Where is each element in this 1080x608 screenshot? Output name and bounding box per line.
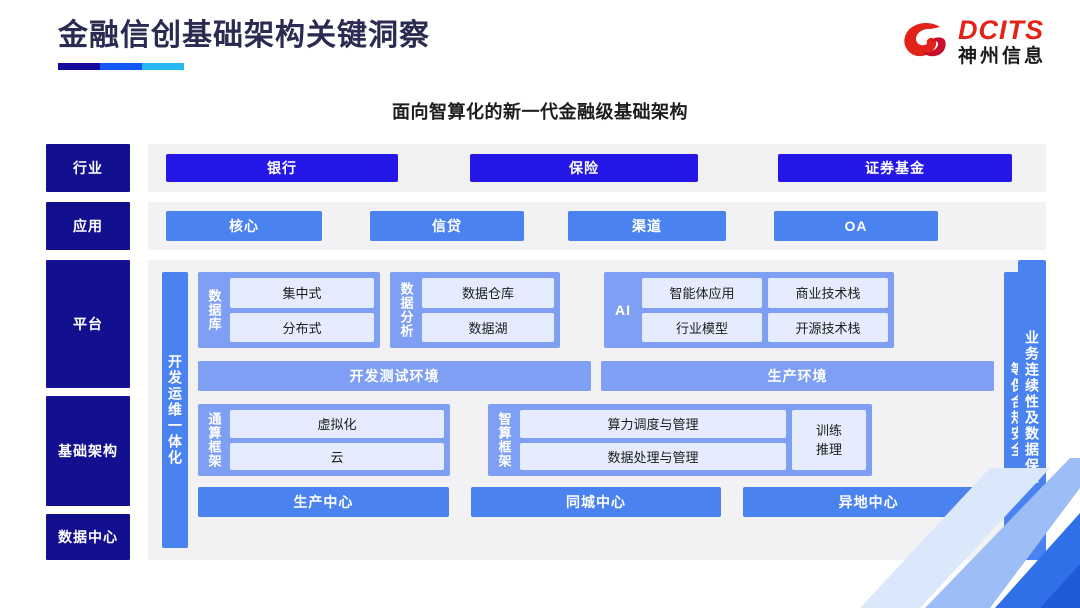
page-title: 金融信创基础架构关键洞察	[58, 19, 430, 52]
analysis-item-data-lake[interactable]: 数据湖	[422, 312, 554, 342]
spacer	[570, 272, 594, 348]
diagram-subtitle: 面向智算化的新一代金融级基础架构	[392, 102, 688, 122]
datacenter-production[interactable]: 生产中心	[198, 487, 449, 517]
datacenter-remote[interactable]: 异地中心	[743, 487, 995, 517]
application-item-credit[interactable]: 信贷	[370, 211, 524, 241]
group-body-data-analysis: 数据仓库 数据湖	[422, 278, 554, 342]
group-title-ai: AI	[615, 302, 631, 318]
logo-text: DCITS 神州信息	[957, 14, 1046, 67]
application-item-oa[interactable]: OA	[774, 211, 938, 241]
application-item-core[interactable]: 核心	[166, 211, 322, 241]
group-data-analysis: 数据分析 数据仓库 数据湖	[390, 272, 560, 348]
row-label-application: 应用	[46, 202, 130, 250]
environment-production[interactable]: 生产环境	[601, 361, 994, 391]
industry-item-bank[interactable]: 银行	[166, 154, 398, 182]
row-label-datacenter: 数据中心	[46, 514, 130, 560]
framework-item-cloud[interactable]: 云	[230, 442, 444, 470]
row-label-infrastructure: 基础架构	[46, 396, 130, 506]
db-item-centralized[interactable]: 集中式	[230, 278, 374, 308]
framework-item-training-inference[interactable]: 训练 推理	[792, 410, 866, 470]
ai-item-industry-model[interactable]: 行业模型	[642, 312, 762, 342]
brand-logo: DCITS 神州信息	[900, 16, 1046, 66]
ai-item-agent-application[interactable]: 智能体应用	[642, 278, 762, 308]
title-underline-rule	[58, 63, 184, 70]
stack-panel-body: 开发运维一体化 数据库 集中式 分布式 数据分析 数据仓库 数据湖	[148, 260, 1046, 560]
group-body-ai: 智能体应用 行业模型 商业技术栈 开源技术栈	[642, 278, 888, 342]
environment-dev-test[interactable]: 开发测试环境	[198, 361, 591, 391]
framework-item-virtualization[interactable]: 虚拟化	[230, 410, 444, 438]
group-body-general-compute: 虚拟化 云	[230, 410, 444, 470]
group-body-database: 集中式 分布式	[230, 278, 374, 342]
application-panel: 核心 信贷 渠道 OA	[148, 202, 1046, 250]
logo-text-cn: 神州信息	[957, 45, 1046, 67]
stack-content: 数据库 集中式 分布式 数据分析 数据仓库 数据湖 AI	[198, 272, 995, 548]
rule-segment-cyan	[142, 63, 184, 70]
spacer	[904, 272, 994, 348]
spacer	[882, 404, 994, 476]
group-intelligent-compute-framework: 智算框架 算力调度与管理 数据处理与管理 训练 推理	[488, 404, 872, 476]
industry-item-insurance[interactable]: 保险	[470, 154, 698, 182]
platform-group-row: 数据库 集中式 分布式 数据分析 数据仓库 数据湖 AI	[198, 272, 994, 348]
rule-segment-navy	[58, 63, 100, 70]
stack-side-labels: 平台 基础架构 数据中心	[46, 260, 130, 560]
training-label: 训练	[815, 422, 842, 438]
environment-row: 开发测试环境 生产环境	[198, 361, 994, 391]
ai-item-commercial-stack[interactable]: 商业技术栈	[768, 278, 888, 308]
industry-panel: 银行 保险 证券基金	[148, 144, 1046, 192]
spacer	[460, 404, 478, 476]
application-row: 应用 核心 信贷 渠道 OA	[46, 202, 1046, 250]
continuity-vertical-bar[interactable]: 业务连续性及数据保护	[1018, 260, 1046, 560]
ai-column-right: 商业技术栈 开源技术栈	[768, 278, 888, 342]
logo-text-en: DCITS	[957, 14, 1044, 45]
analysis-item-data-warehouse[interactable]: 数据仓库	[422, 278, 554, 308]
dcits-swirl-icon	[900, 16, 950, 66]
framework-item-compute-scheduling[interactable]: 算力调度与管理	[520, 410, 786, 438]
group-ai: AI 智能体应用 行业模型 商业技术栈 开源技术栈	[604, 272, 894, 348]
ai-item-opensource-stack[interactable]: 开源技术栈	[768, 312, 888, 342]
group-title-intelligent-compute: 智算框架	[496, 412, 512, 468]
framework-item-data-processing[interactable]: 数据处理与管理	[520, 442, 786, 470]
group-database: 数据库 集中式 分布式	[198, 272, 380, 348]
industry-item-securities-fund[interactable]: 证券基金	[778, 154, 1012, 182]
row-label-industry: 行业	[46, 144, 130, 192]
row-label-platform: 平台	[46, 260, 130, 388]
platform-stack: 平台 基础架构 数据中心 开发运维一体化 数据库 集中式 分布式 数据分析	[46, 260, 1046, 560]
group-title-database: 数据库	[206, 289, 222, 331]
rule-segment-blue	[100, 63, 142, 70]
datacenter-row: 生产中心 同城中心 异地中心	[198, 487, 995, 517]
datacenter-same-city[interactable]: 同城中心	[470, 487, 722, 517]
db-item-distributed[interactable]: 分布式	[230, 312, 374, 342]
devops-vertical-bar[interactable]: 开发运维一体化	[162, 272, 188, 548]
group-title-general-compute: 通算框架	[206, 412, 222, 468]
group-title-data-analysis: 数据分析	[398, 282, 414, 338]
industry-row: 行业 银行 保险 证券基金	[46, 144, 1046, 192]
application-item-channel[interactable]: 渠道	[568, 211, 726, 241]
inference-label: 推理	[815, 442, 842, 457]
page-header: 金融信创基础架构关键洞察	[58, 18, 430, 70]
group-general-compute-framework: 通算框架 虚拟化 云	[198, 404, 450, 476]
ai-column-left: 智能体应用 行业模型	[642, 278, 762, 342]
group-body-intelligent-compute: 算力调度与管理 数据处理与管理	[520, 410, 786, 470]
framework-row: 通算框架 虚拟化 云 智算框架 算力调度与管理 数据处理与管理 训练	[198, 404, 994, 476]
